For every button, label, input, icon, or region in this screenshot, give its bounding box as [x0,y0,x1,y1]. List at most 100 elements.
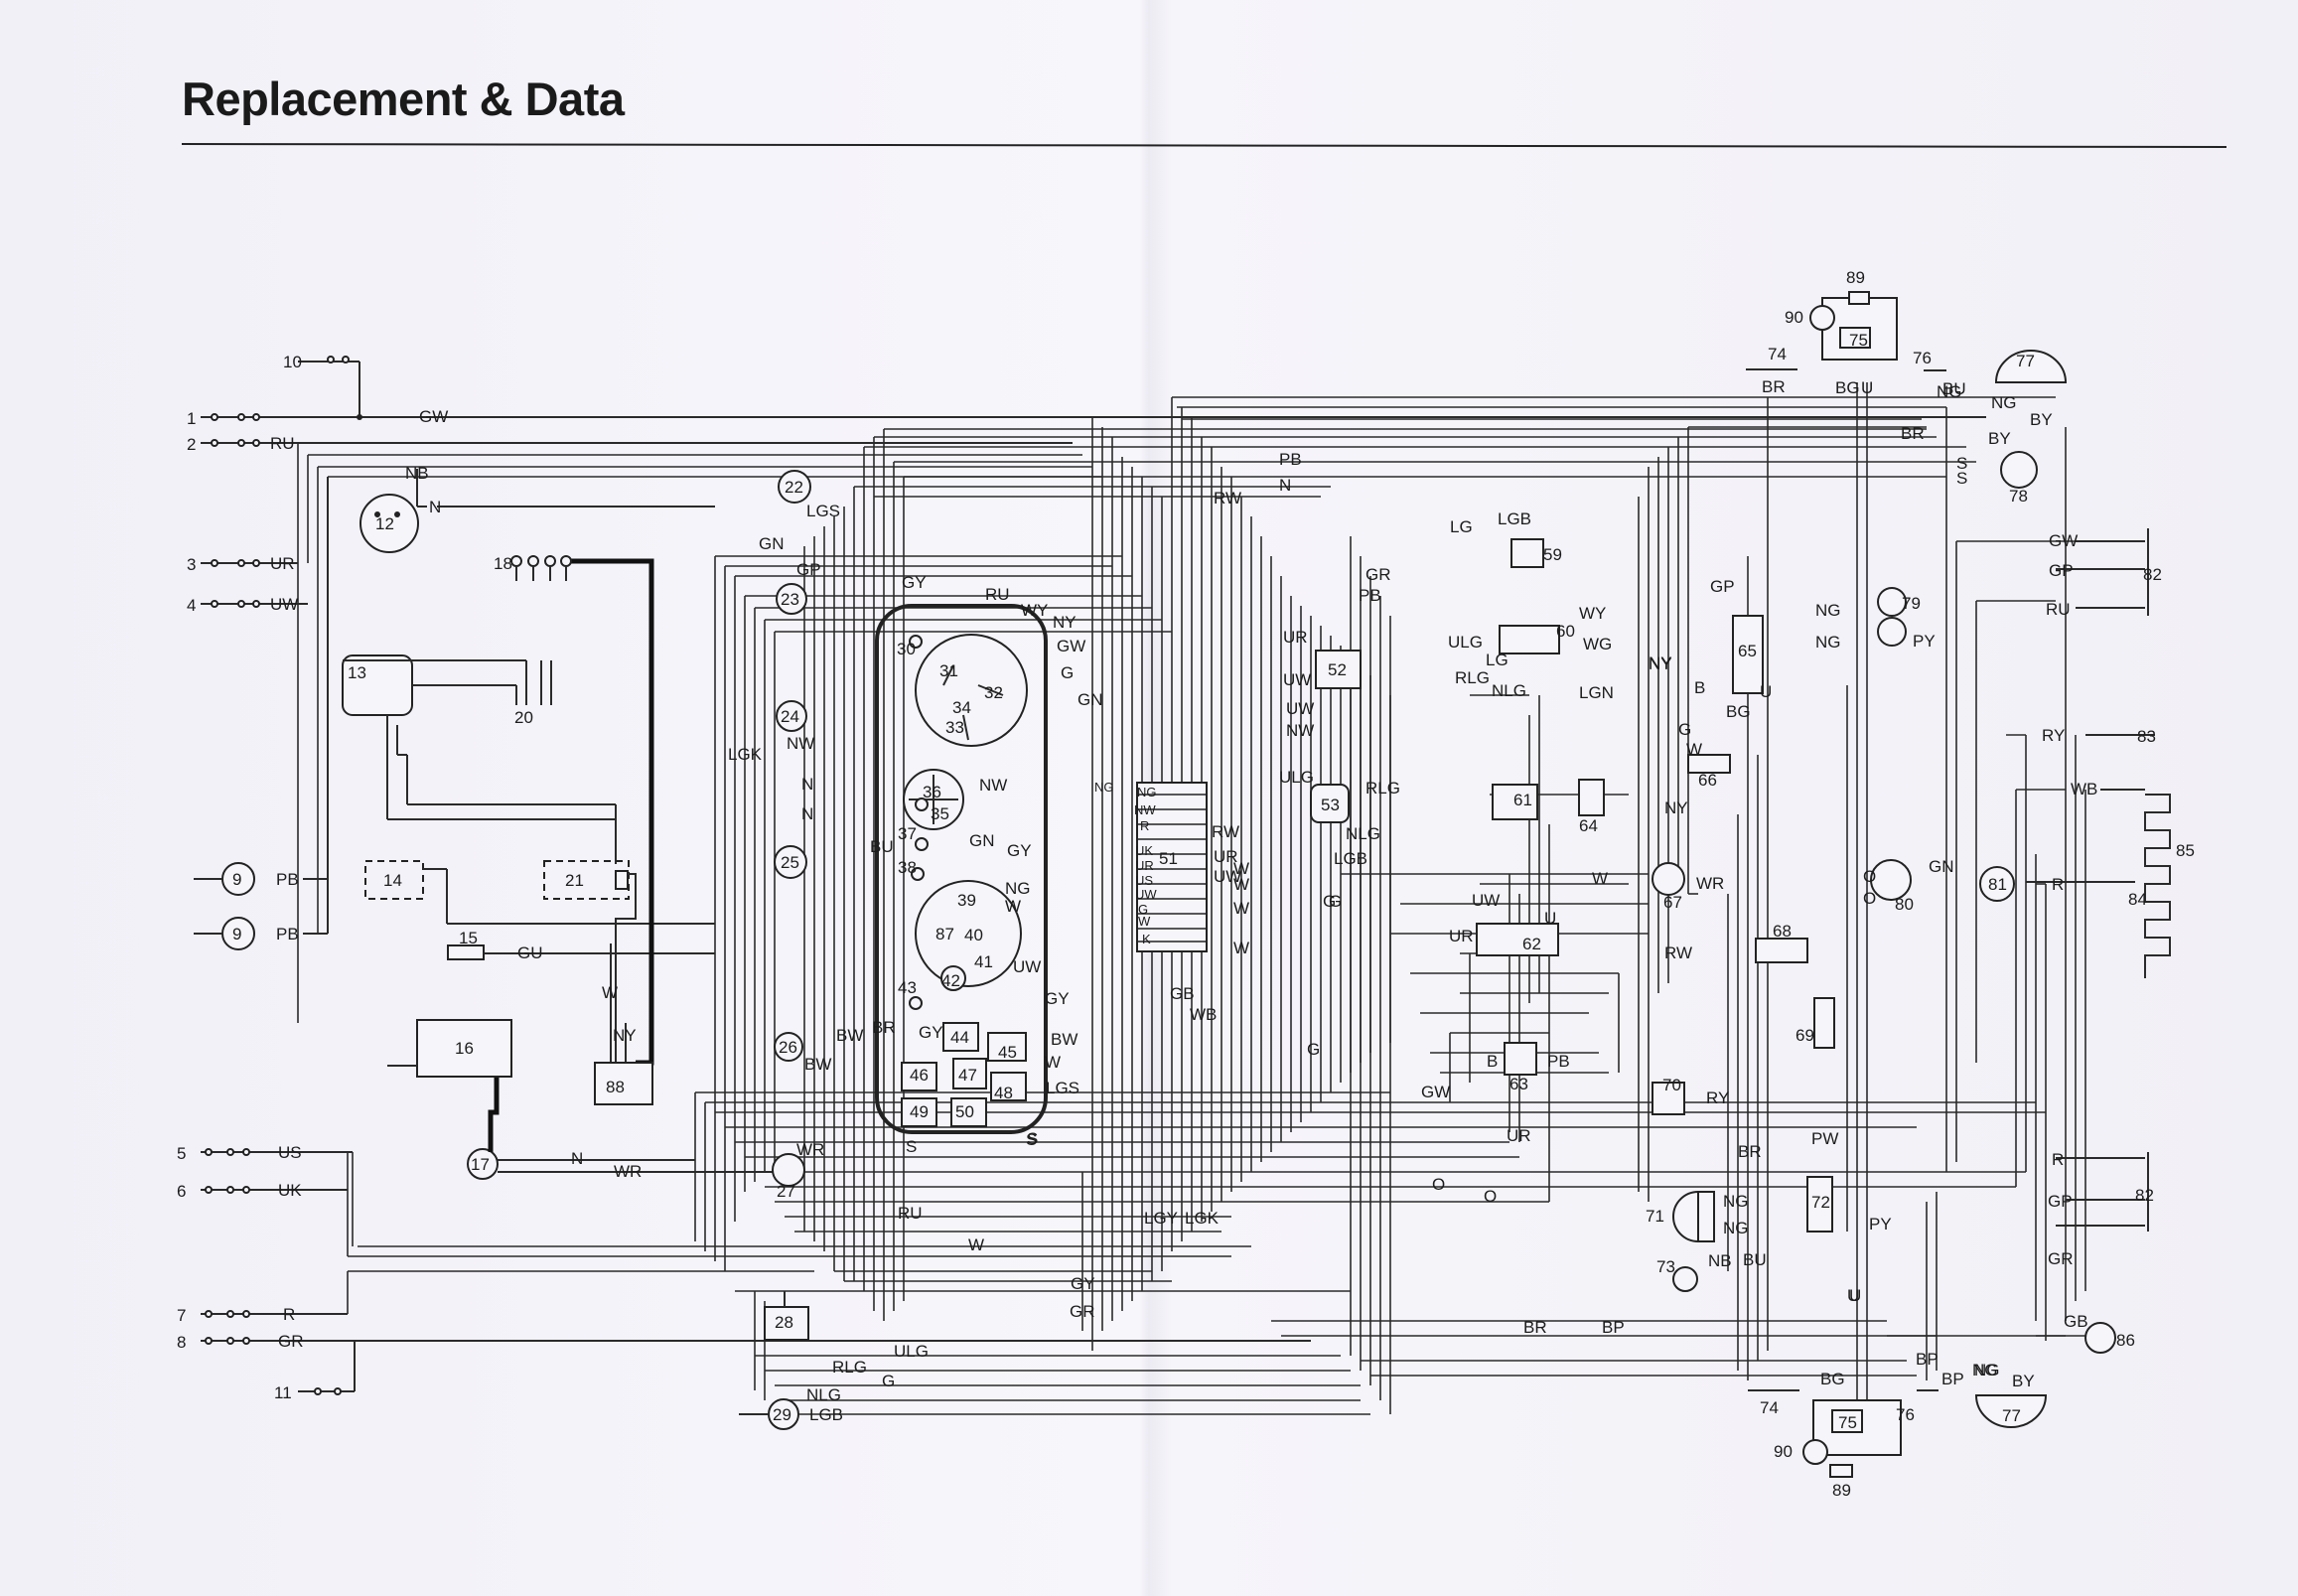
component-label: 73 [1656,1257,1675,1276]
component-label: 80 [1895,895,1914,914]
wire-code: PW [1811,1129,1838,1148]
wire-code: NLG [1346,824,1380,843]
wire-code: PB [276,925,299,943]
wire-code: WB [1190,1005,1217,1024]
wire-code: RY [2042,726,2065,745]
component-label: 90 [1785,308,1803,327]
wire-code: LGB [1498,509,1531,528]
wire-code: GB [2064,1312,2088,1331]
wire-code: PB [1279,450,1302,469]
component-label: 53 [1321,796,1340,814]
wire-code: U [1847,1286,1859,1305]
component-label: 34 [952,698,971,717]
component-label: 32 [984,683,1003,702]
component-symbols [194,291,2171,1478]
wire-code: UR [1135,858,1154,873]
wire-code: GR [1365,565,1391,584]
component-label: 90 [1774,1442,1793,1461]
wire-code: UK [278,1181,302,1200]
wire-code: G [1323,892,1336,911]
wire-code: GW [1057,637,1085,655]
wire-code: LGN [1579,683,1614,702]
component-numbers: 1 2 3 4 5 6 7 8 9 9 10 11 12 13 14 15 16… [177,268,2195,1500]
component-label: 75 [1849,331,1868,350]
wire-code: NLG [806,1385,841,1404]
wire-code: GY [902,573,927,592]
wire-code: UW [1013,957,1041,976]
component-label: 61 [1513,791,1532,809]
wire-code: S [1956,454,1967,473]
wire-code: RY [1706,1088,1729,1107]
component-label: 72 [1811,1193,1830,1212]
wire-code: ULG [894,1342,929,1361]
wire-code: GU [517,943,543,962]
wire-code: S [1026,1130,1037,1149]
wire-code: ULG [1279,768,1314,787]
component-label: 84 [2128,890,2147,909]
component-label: 67 [1663,893,1682,912]
component-label: 88 [606,1078,625,1096]
wire-code: NG [1723,1219,1749,1237]
component-label: 66 [1698,771,1717,790]
wire-code: RLG [832,1358,867,1377]
component-label: 69 [1795,1026,1814,1045]
wire-code: GN [969,831,995,850]
wire-code: GY [1007,841,1032,860]
component-label: 29 [773,1405,791,1424]
wire-code: G [1138,902,1148,917]
wire-code: US [1135,873,1153,888]
wire-code: BR [872,1018,896,1037]
component-label: 79 [1902,594,1921,613]
wire-code: PB [1547,1052,1570,1071]
wire-code: U [1849,1286,1861,1305]
component-label: 25 [781,853,799,872]
component-label: 12 [375,514,394,533]
wire-code: LGB [1334,849,1367,868]
component-label: 31 [939,661,958,680]
component-label: 82 [2143,565,2162,584]
wire-code: LGK [728,745,763,764]
wire-code: GW [1421,1083,1450,1101]
component-label: 63 [1509,1075,1528,1093]
component-label: 81 [1988,875,2007,894]
wire-code: W [1592,869,1608,888]
wire-code: LGY [1144,1209,1178,1228]
wire-code: UR [1449,927,1474,945]
wire-code: NY [1649,654,1672,673]
wire-code: NW [1286,721,1314,740]
wire-code: NG [1937,382,1962,401]
wire-bus [297,382,2086,1415]
component-label: 36 [923,783,941,801]
wire-code: UW [1135,887,1157,902]
component-label: 22 [785,478,803,497]
wire-code: WB [2071,780,2097,798]
component-label: 9 [232,870,241,889]
component-label: 59 [1543,545,1562,564]
component-label: 45 [998,1043,1017,1062]
wire-code: W [1686,740,1702,759]
component-label: 8 [177,1333,186,1352]
component-label: 43 [898,978,917,997]
wire-code: N [1279,476,1291,495]
component-label: 2 [187,435,196,454]
wire-code: BP [1941,1370,1964,1388]
wire-code: NY [613,1026,637,1045]
wire-code: BR [1738,1142,1762,1161]
wire-code: PY [1869,1215,1892,1233]
wire-code: G [882,1372,895,1390]
wire-code: BU [1942,379,1966,398]
wire-code: NG [1005,879,1031,898]
component-label: 85 [2176,841,2195,860]
wire-code: W [968,1235,984,1254]
wire-code: LG [1450,517,1473,536]
component-label: 21 [565,871,584,890]
component-label: 1 [187,409,196,428]
wire-code: NG [1137,785,1157,799]
component-label: 75 [1838,1413,1857,1432]
wire-code: B [1694,678,1705,697]
wire-code: WR [796,1140,824,1159]
wire-code: W [1233,899,1249,918]
wire-code: NG [1094,780,1114,795]
component-label: 20 [514,708,533,727]
